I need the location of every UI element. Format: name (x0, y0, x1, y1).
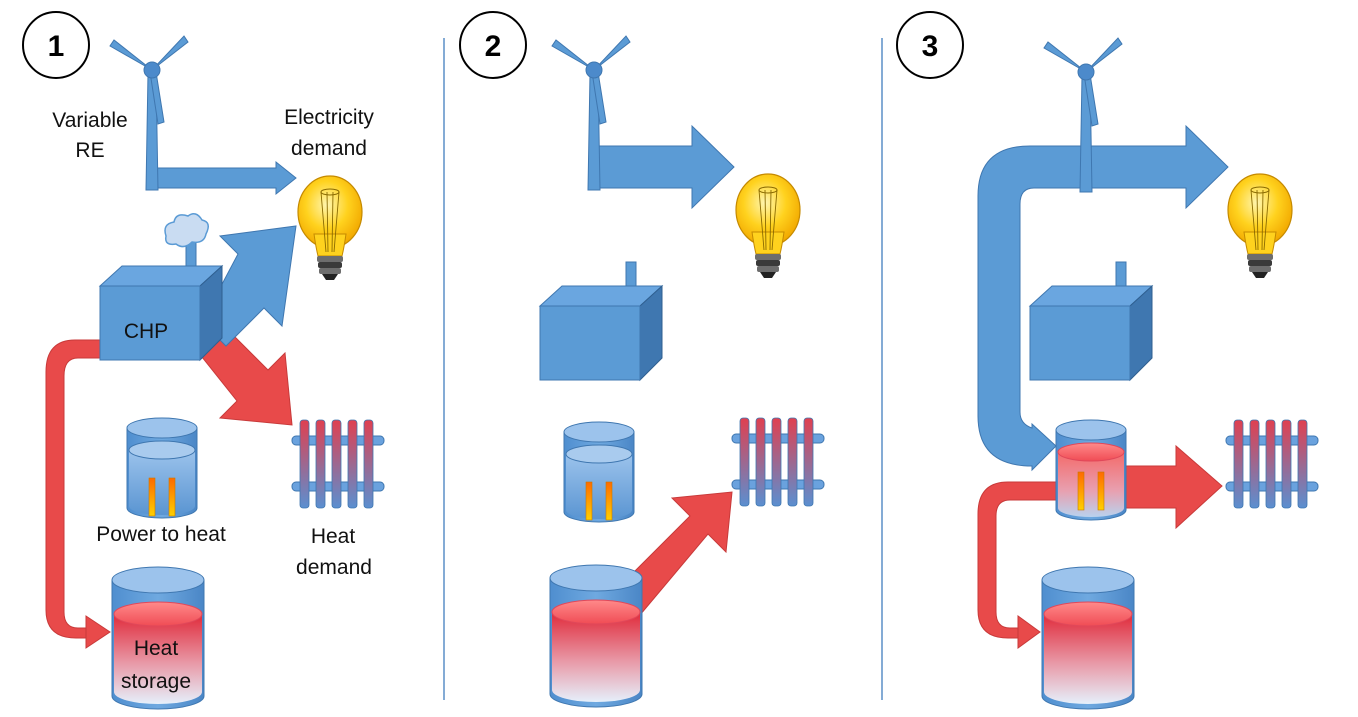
heat-storage-tank-icon (1041, 566, 1135, 710)
power-to-heat-tank-heated-icon (1055, 419, 1127, 521)
electricity-flow-arrow-re-large (593, 124, 735, 210)
light-bulb-icon (1227, 173, 1293, 279)
electricity-flow-arrow-re-branch (977, 124, 1229, 472)
light-bulb-icon (735, 173, 801, 279)
label-heat-storage-2: storage (121, 670, 191, 693)
electricity-flow-arrow-chp (201, 225, 297, 347)
label-heat-storage-1: Heat (134, 637, 179, 660)
label-electricity-demand-1: Electricity (284, 106, 374, 129)
panel-number-1: 1 (48, 30, 65, 63)
chp-plant-icon (1029, 261, 1153, 381)
panel-2: 2 (459, 11, 825, 708)
label-heat-demand-2: demand (296, 556, 372, 579)
label-power-to-heat: Power to heat (96, 523, 226, 546)
label-chp: CHP (124, 320, 168, 343)
radiator-icon (731, 417, 825, 507)
heat-flow-arrow-p2h-to-storage (977, 481, 1059, 649)
heat-flow-arrow-p2h-to-demand (1123, 444, 1223, 530)
light-bulb-icon (297, 175, 363, 281)
panel-number-badge-2 (459, 11, 527, 79)
label-electricity-demand-2: demand (291, 137, 367, 160)
panel-number-badge-1 (22, 11, 90, 79)
label-heat-demand-1: Heat (311, 525, 356, 548)
heat-storage-tank-icon (549, 564, 643, 708)
radiator-icon (1225, 419, 1319, 509)
panel-1: 1 Variable RE Electricity demand CHP Pow… (22, 11, 385, 710)
panel-3: 3 (896, 11, 1319, 710)
panel-number-2: 2 (485, 30, 502, 63)
electricity-flow-arrow-re (151, 160, 297, 196)
label-variable-re-2: RE (75, 139, 104, 162)
power-to-heat-tank-icon (126, 417, 198, 519)
heat-flow-arrow-to-storage (45, 339, 111, 649)
panel-number-badge-3 (896, 11, 964, 79)
power-to-heat-tank-icon (563, 421, 635, 523)
radiator-icon (291, 419, 385, 509)
label-variable-re-1: Variable (52, 109, 128, 132)
panel-number-3: 3 (922, 30, 939, 63)
smoke-cloud-icon (164, 213, 209, 248)
chp-plant-icon (539, 261, 663, 381)
